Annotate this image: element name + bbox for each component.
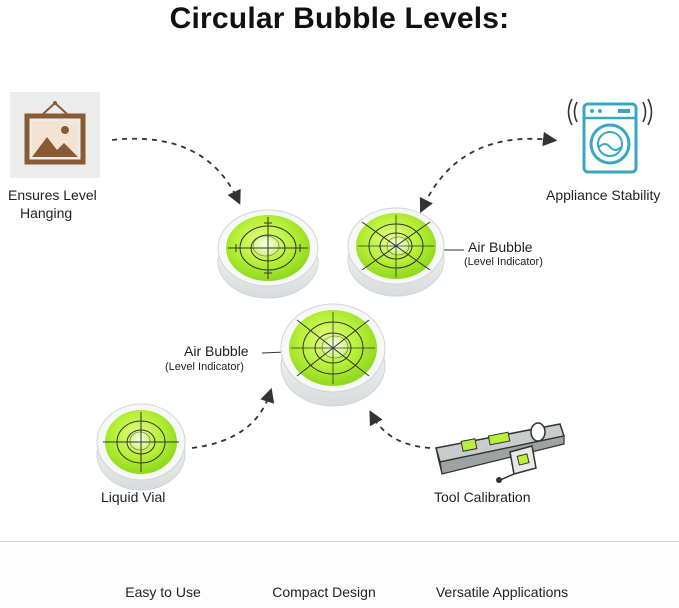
- hanging-label-line2: Hanging: [20, 205, 73, 221]
- air-bubble-left-title: Air Bubble: [184, 343, 249, 359]
- washing-machine-icon: [567, 98, 653, 174]
- appliance-label: Appliance Stability: [546, 187, 661, 203]
- air-bubble-left-sub: (Level Indicator): [165, 361, 244, 373]
- arrow-hanging: [111, 137, 241, 205]
- feature-easy-to-use: Easy to Use: [125, 584, 201, 600]
- feature-compact-design: Compact Design: [272, 584, 376, 600]
- feature-versatile-applications: Versatile Applications: [435, 584, 569, 600]
- footer-divider: [0, 541, 679, 542]
- features-bar: [0, 542, 679, 608]
- picture-frame-icon: [10, 92, 100, 178]
- liquid-vial-label: Liquid Vial: [101, 489, 166, 505]
- bubble-level-top-right: [347, 207, 445, 297]
- bubble-level-center: [280, 303, 386, 407]
- bubble-level-liquid-vial: [96, 403, 186, 491]
- hanging-label-line1: Ensures Level: [8, 187, 97, 203]
- air-bubble-right-title: Air Bubble: [468, 239, 533, 255]
- bubble-level-top-left: [217, 209, 319, 299]
- arrow-appliance: [419, 131, 558, 214]
- arrow-tool: [369, 410, 431, 449]
- tool-calibration-label: Tool Calibration: [434, 489, 531, 505]
- arrow-liquid-vial: [191, 387, 275, 449]
- air-bubble-right-sub: (Level Indicator): [464, 256, 543, 268]
- spirit-level-tool-icon: [435, 422, 565, 483]
- page-title: Circular Bubble Levels:: [169, 2, 510, 35]
